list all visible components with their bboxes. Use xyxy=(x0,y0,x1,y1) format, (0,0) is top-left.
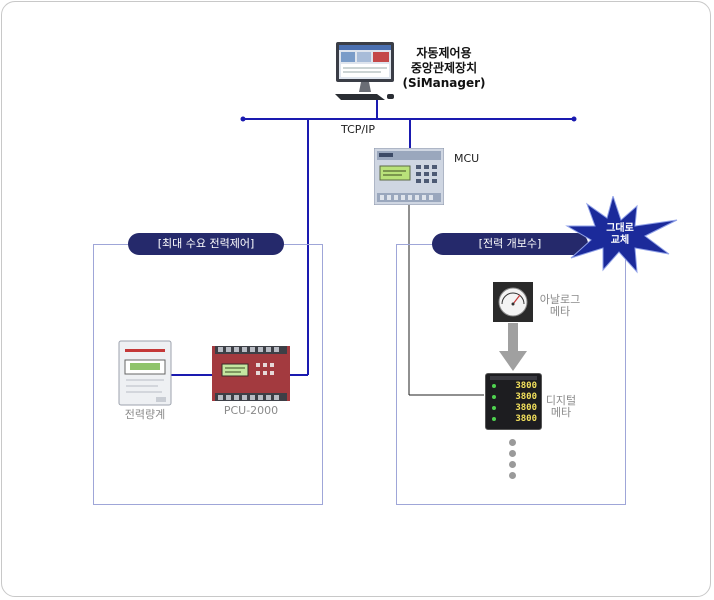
mcu-device-icon xyxy=(374,148,444,205)
central-title-line1: 자동제어용 xyxy=(416,46,472,60)
replace-badge: 그대로 교체 xyxy=(595,223,645,247)
indicator-led-3 xyxy=(492,406,496,410)
power-meter-icon xyxy=(118,340,172,406)
demand-control-title: [최대 수요 전력제어] xyxy=(128,233,284,255)
central-title-line2: 중앙관제장치 xyxy=(410,61,478,75)
replace-badge-line2: 교체 xyxy=(610,235,630,246)
analog-meter-icon xyxy=(493,282,533,322)
analog-meter-label-line2: 메타 xyxy=(549,305,571,318)
continuation-dot xyxy=(509,450,516,457)
continuation-dot xyxy=(509,461,516,468)
digital-meter-header xyxy=(490,376,537,380)
digital-reading-2: 3800 xyxy=(515,392,537,402)
power-retrofit-title: [전력 개보수] xyxy=(432,233,588,255)
pcu-label: PCU-2000 xyxy=(223,404,279,417)
digital-meter-icon: 3800 3800 3800 3800 xyxy=(485,373,542,430)
digital-meter-label-line2: 메타 xyxy=(550,406,572,419)
analog-meter-label: 아날로그 메타 xyxy=(534,294,586,318)
indicator-led-4 xyxy=(492,417,496,421)
replace-badge-line1: 그대로 xyxy=(606,223,634,234)
tcpip-label: TCP/IP xyxy=(341,123,375,136)
tcpip-bus xyxy=(170,100,574,376)
replace-arrow-icon xyxy=(499,323,527,371)
starburst-icon xyxy=(565,196,678,274)
digital-reading-4: 3800 xyxy=(515,414,537,424)
continuation-dot xyxy=(509,472,516,479)
central-title: 자동제어용 중앙관제장치 (SiManager) xyxy=(398,46,490,91)
digital-meter-label: 디지털 메타 xyxy=(541,395,581,419)
digital-meter-display: 3800 3800 3800 3800 xyxy=(490,381,537,425)
mcu-to-digital xyxy=(408,204,484,396)
pcu-device-icon xyxy=(212,346,290,401)
analog-meter-label-line1: 아날로그 xyxy=(539,293,581,306)
bus-end-left xyxy=(240,116,246,122)
digital-reading-1: 3800 xyxy=(515,381,537,391)
monitor-icon xyxy=(335,42,394,100)
mcu-label: MCU xyxy=(454,152,480,165)
indicator-led-1 xyxy=(492,384,496,388)
bus-end-right xyxy=(571,116,577,122)
continuation-dot xyxy=(509,439,516,446)
digital-meter-label-line1: 디지털 xyxy=(545,394,577,407)
digital-reading-3: 3800 xyxy=(515,403,537,413)
central-title-line3: (SiManager) xyxy=(402,76,486,90)
indicator-led-2 xyxy=(492,395,496,399)
power-meter-label: 전력량계 xyxy=(124,408,166,421)
